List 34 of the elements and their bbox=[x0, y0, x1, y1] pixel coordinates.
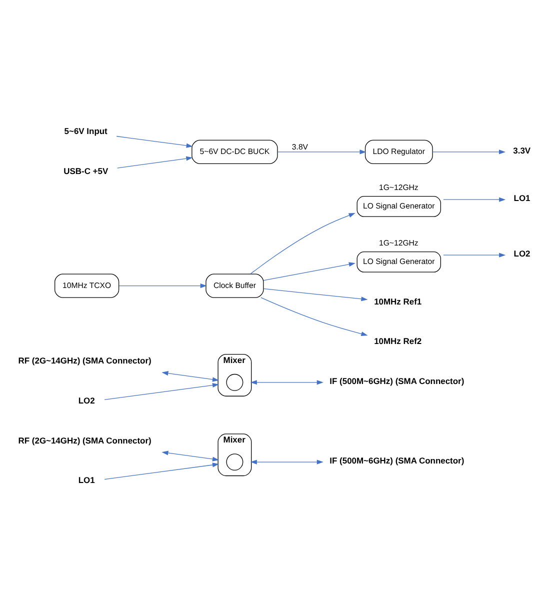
node-text: LO1 bbox=[514, 192, 530, 203]
cluster: Mixer bbox=[218, 433, 252, 476]
arrow bbox=[250, 459, 324, 464]
node-text: LO1 bbox=[78, 474, 95, 485]
node-circle bbox=[226, 453, 244, 470]
node-text: 10MHz Ref1 bbox=[374, 296, 422, 306]
node-text: RF (2G~14GHz) (SMA Connector) bbox=[18, 355, 152, 366]
arrow bbox=[443, 196, 506, 202]
arrow bbox=[250, 380, 324, 384]
arrow bbox=[277, 149, 366, 154]
arrow bbox=[162, 450, 220, 461]
arrow bbox=[118, 283, 207, 288]
arrow bbox=[162, 370, 220, 382]
arrow bbox=[104, 462, 220, 480]
arrow bbox=[104, 382, 220, 400]
arrow bbox=[250, 212, 356, 274]
node-text: RF (2G~14GHz) (SMA Connector) bbox=[18, 434, 152, 445]
arrow bbox=[116, 135, 193, 148]
arrow bbox=[263, 288, 368, 301]
node-text: LO2 bbox=[514, 248, 530, 258]
arrow bbox=[263, 262, 356, 280]
node-text: LO2 bbox=[78, 395, 95, 406]
node-text: USB-C +5V bbox=[64, 165, 108, 176]
node-text: IF (500M~6GHz) (SMA Connector) bbox=[330, 375, 464, 386]
node-text: 3.3V bbox=[513, 145, 531, 156]
arrow bbox=[260, 296, 368, 336]
node-text: 10MHz Ref2 bbox=[374, 336, 422, 346]
node-text: IF (500M~6GHz) (SMA Connector) bbox=[330, 455, 464, 466]
arrow bbox=[443, 252, 506, 257]
cluster: Mixer bbox=[218, 354, 252, 396]
arrow bbox=[432, 149, 506, 154]
node-text: 5~6V Input bbox=[64, 125, 108, 136]
arrow bbox=[116, 156, 193, 168]
node-circle bbox=[226, 373, 244, 390]
